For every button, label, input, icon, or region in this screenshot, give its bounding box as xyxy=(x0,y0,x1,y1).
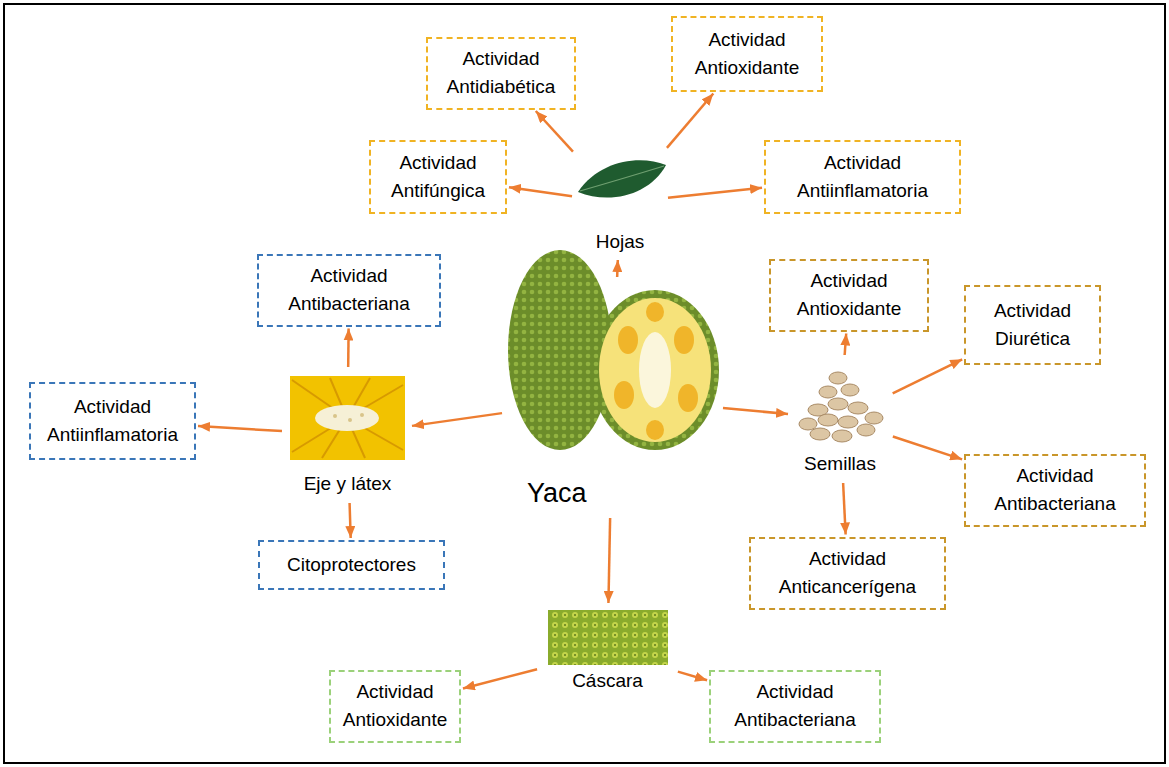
seed xyxy=(848,402,868,414)
activity-label: Actividad Diurética xyxy=(974,297,1091,354)
latex-drop xyxy=(348,418,352,422)
connector-arrow xyxy=(536,111,573,152)
seed-pile xyxy=(799,372,883,442)
connector-arrow xyxy=(893,359,963,393)
seed xyxy=(865,412,883,424)
jackfruit-bulb xyxy=(674,326,694,354)
connector-arrow xyxy=(350,503,351,538)
seed xyxy=(829,372,847,384)
connector-arrow xyxy=(463,669,537,688)
peel-picture xyxy=(548,610,668,665)
part-label: Yaca xyxy=(527,473,587,514)
activity-label: Actividad Antiinflamatoria xyxy=(774,149,951,206)
connector-arrow xyxy=(616,260,619,277)
connector-arrow xyxy=(668,188,762,198)
leaf-picture xyxy=(578,160,666,197)
activity-label: Actividad Antibacteriana xyxy=(267,262,431,319)
part-picture-node: Yaca xyxy=(505,280,720,515)
activity-box: Actividad Antioxidante xyxy=(329,670,461,743)
part-label: Hojas xyxy=(596,228,645,257)
activity-box: Actividad Diurética xyxy=(964,285,1101,365)
connector-arrow xyxy=(843,483,846,535)
activity-box: Citoprotectores xyxy=(258,540,445,590)
jackfruit-flesh xyxy=(599,298,711,442)
connector-arrow xyxy=(667,94,713,148)
activity-label: Actividad Antibacteriana xyxy=(974,462,1136,519)
seed xyxy=(819,386,837,398)
connector-arrow xyxy=(412,413,502,426)
connector-arrow xyxy=(509,187,572,196)
activity-box: Actividad Antioxidante xyxy=(671,16,823,92)
activity-label: Actividad Antioxidante xyxy=(779,267,919,324)
jackfruit-bulb xyxy=(618,326,638,354)
activity-label: Citoprotectores xyxy=(287,551,416,580)
part-picture-node: Semillas xyxy=(790,358,890,480)
leaf-rib xyxy=(580,166,664,191)
jackfruit-half xyxy=(591,290,719,450)
seed xyxy=(841,384,859,396)
activity-box: Actividad Antiinflamatoria xyxy=(764,140,961,214)
activity-box: Actividad Antibacteriana xyxy=(709,670,881,743)
seed xyxy=(799,418,817,430)
outer-frame xyxy=(4,4,1165,763)
activity-label: Actividad Antioxidante xyxy=(339,678,451,735)
connector-arrow xyxy=(845,333,847,355)
part-picture-node: Cáscara xyxy=(540,605,675,697)
connector-arrow xyxy=(608,518,610,603)
axis-strands xyxy=(292,378,403,458)
latex-drop xyxy=(360,413,364,417)
connector-arrow xyxy=(347,329,350,368)
activity-label: Actividad Antioxidante xyxy=(681,26,813,83)
seed xyxy=(828,398,848,410)
activity-box: Actividad Anticancerígena xyxy=(749,537,946,610)
seed xyxy=(818,414,838,426)
activity-box: Actividad Antiinflamatoria xyxy=(29,382,196,460)
connector-arrow xyxy=(198,426,282,431)
axis-picture xyxy=(290,376,405,460)
seed xyxy=(810,428,830,440)
jackfruit-bulb xyxy=(646,420,664,440)
activity-box: Actividad Antifúngica xyxy=(369,140,507,214)
part-label: Eje y látex xyxy=(304,470,392,499)
connector-arrow xyxy=(893,436,962,459)
activity-box: Actividad Antidiabética xyxy=(426,37,576,110)
activity-box: Actividad Antibacteriana xyxy=(257,254,441,327)
axis-core xyxy=(315,405,379,431)
seed xyxy=(832,430,852,442)
latex-drop xyxy=(333,414,337,418)
jackfruit-bulb xyxy=(678,384,698,412)
activity-label: Actividad Antidiabética xyxy=(436,45,566,102)
seed xyxy=(838,416,858,428)
activity-box: Actividad Antioxidante xyxy=(769,259,929,332)
activity-label: Actividad Antibacteriana xyxy=(719,678,871,735)
activity-label: Actividad Antifúngica xyxy=(379,149,497,206)
part-label: Cáscara xyxy=(572,667,643,696)
activity-box: Actividad Antibacteriana xyxy=(964,454,1146,527)
connector-arrow xyxy=(678,672,707,681)
connector-arrow xyxy=(723,408,788,414)
part-picture-node: Eje y látex xyxy=(285,370,410,500)
activity-label: Actividad Anticancerígena xyxy=(759,545,936,602)
jackfruit-core xyxy=(639,332,671,408)
jackfruit-bulb xyxy=(614,381,634,409)
jackfruit-bulb xyxy=(646,302,664,322)
connector-group xyxy=(198,94,962,689)
part-label: Semillas xyxy=(804,450,876,479)
activity-label: Actividad Antiinflamatoria xyxy=(39,393,186,450)
seed xyxy=(857,424,875,436)
part-picture-node: Hojas xyxy=(575,148,665,258)
